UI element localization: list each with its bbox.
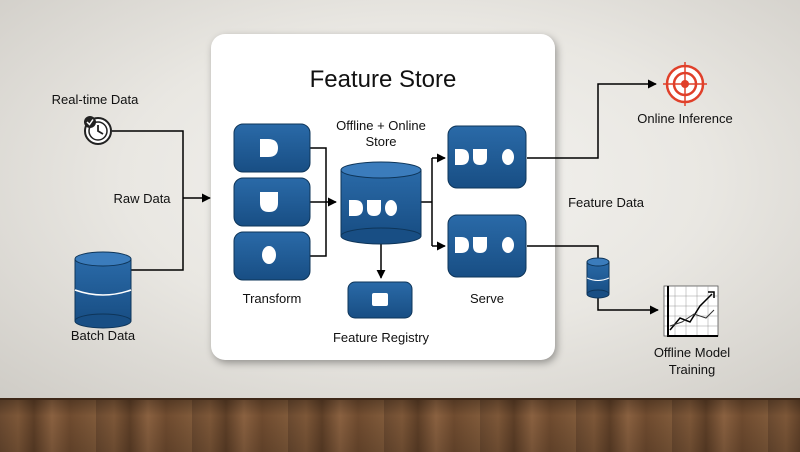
feature-registry-node [347,281,413,319]
transform-node-2 [233,177,311,227]
duo-logo [455,149,514,165]
label-batch-data: Batch Data [70,328,136,343]
line-batch-to-raw [131,198,184,271]
line-serve-to-db [527,245,599,259]
label-store-line2: Store [365,134,397,149]
duo-logo [349,200,397,216]
label-offline-model-training: Offline Model Training [632,344,752,378]
label-online-inference: Online Inference [637,111,733,126]
database-icon [74,251,132,329]
background-floor [0,398,800,452]
serve-node-1 [447,125,527,189]
duo-logo [455,237,514,253]
serve-node-2 [447,214,527,278]
offline-online-store-node [340,161,422,245]
label-serve: Serve [470,291,504,306]
label-store-line1: Offline + Online [336,118,426,133]
transform-node-3 [233,231,311,281]
target-icon [663,62,707,106]
label-offline-online-store: Offline + Online Store [321,118,441,150]
label-transform: Transform [242,291,302,306]
label-raw-data: Raw Data [113,191,171,206]
chart-icon [663,285,719,337]
feature-data-database-icon [586,257,610,299]
transform-node-1 [233,123,311,173]
label-offline-line1: Offline Model [653,345,731,360]
arrow-db-to-training [597,296,659,315]
clock-check-icon [84,116,112,145]
line-realtime-to-raw [112,130,184,198]
diagram-title: Feature Store [309,66,457,93]
label-realtime-data: Real-time Data [51,92,139,107]
line-store-split [420,158,433,246]
label-feature-registry: Feature Registry [332,330,430,345]
connectors [112,79,659,315]
arrow-serve-to-inference [527,79,657,159]
line-transform-merge [310,147,327,257]
label-offline-line2: Training [668,362,716,377]
label-feature-data: Feature Data [568,195,644,210]
